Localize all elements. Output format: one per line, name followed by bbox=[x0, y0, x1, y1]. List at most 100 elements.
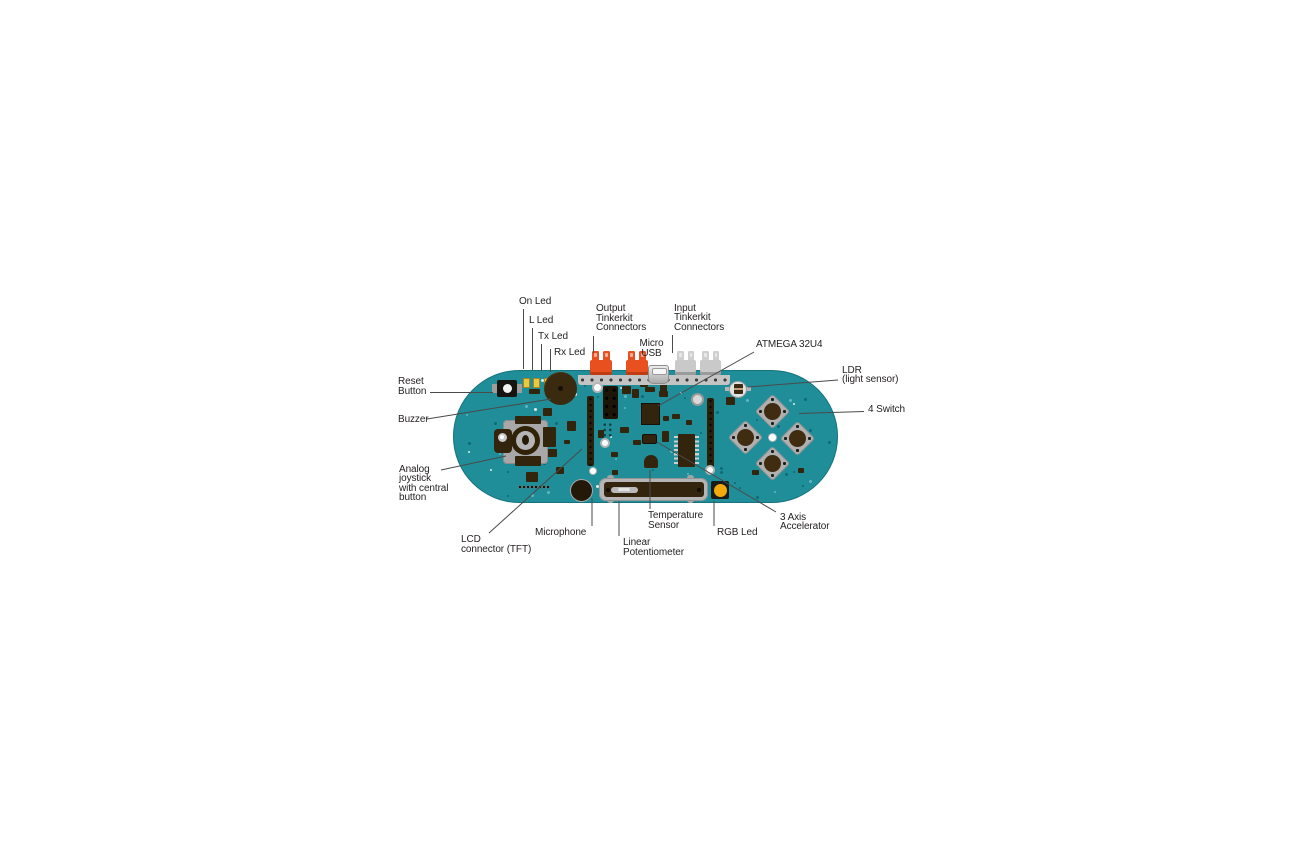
via-dot bbox=[623, 406, 626, 409]
mounting-hole bbox=[767, 433, 777, 442]
via-dot bbox=[733, 482, 736, 485]
via-dot bbox=[809, 480, 812, 484]
smd-component bbox=[547, 449, 557, 457]
reset-button-cap bbox=[502, 384, 512, 393]
smd-component bbox=[543, 408, 552, 416]
label-lcd-connector: LCD connector (TFT) bbox=[461, 534, 532, 555]
via-dot bbox=[624, 395, 628, 399]
via-dot bbox=[541, 379, 545, 382]
smd-component bbox=[752, 470, 759, 475]
label-temperature-sensor: Temperature Sensor bbox=[648, 510, 704, 531]
buzzer-hole bbox=[557, 386, 563, 391]
temperature-sensor bbox=[644, 455, 658, 468]
joystick-center-button-dot bbox=[500, 435, 504, 439]
via-dot bbox=[640, 395, 644, 399]
output-connector-2-pin bbox=[627, 350, 635, 363]
label-buzzer: Buzzer bbox=[398, 413, 429, 425]
smd-component bbox=[726, 397, 735, 405]
via-dot bbox=[524, 404, 528, 408]
via-dot bbox=[804, 397, 807, 401]
smd-component bbox=[612, 470, 618, 475]
mounting-hole bbox=[600, 438, 610, 448]
label-analog-joystick: Analog joystick with central button bbox=[399, 463, 449, 503]
via-dot bbox=[784, 472, 788, 476]
label-ldr: LDR (light sensor) bbox=[842, 364, 899, 385]
via-dot bbox=[467, 442, 471, 446]
via-dot bbox=[498, 452, 501, 455]
lcd-header-right bbox=[706, 398, 714, 471]
via-dot bbox=[802, 484, 805, 487]
via-dot bbox=[614, 457, 617, 460]
via-dot bbox=[716, 411, 720, 415]
reset-button-pad-right bbox=[516, 384, 522, 393]
label-tx-led: Tx Led bbox=[538, 330, 568, 342]
via-dot bbox=[793, 403, 796, 405]
via-dot bbox=[597, 396, 600, 399]
potentiometer-slider-notch bbox=[618, 488, 630, 491]
via-dot bbox=[809, 428, 813, 432]
via-dot bbox=[773, 490, 776, 493]
output-connector-2-pin bbox=[638, 350, 646, 363]
smd-component bbox=[686, 420, 692, 425]
potentiometer-screw bbox=[605, 487, 610, 492]
output-connector-1-pin bbox=[592, 350, 599, 363]
via-dot bbox=[719, 470, 723, 474]
mounting-hole bbox=[588, 467, 597, 475]
mounting-hole bbox=[705, 465, 715, 475]
input-tinkerkit-connector-2 bbox=[700, 360, 721, 375]
output-connector-1-pin bbox=[603, 350, 610, 363]
via-dot bbox=[555, 421, 558, 425]
smd-component bbox=[620, 427, 629, 433]
smd-component bbox=[672, 414, 680, 419]
smd-chip bbox=[529, 389, 540, 394]
label-rgb-led: RGB Led bbox=[717, 527, 758, 538]
joystick-top-mount bbox=[515, 416, 541, 424]
via-dot bbox=[584, 384, 587, 387]
label-l-led: L Led bbox=[529, 315, 554, 326]
on-led bbox=[522, 377, 530, 388]
smd-component bbox=[564, 440, 570, 444]
joystick-right-mount bbox=[543, 427, 556, 447]
smd-component bbox=[598, 430, 604, 438]
smd-chip bbox=[661, 431, 669, 442]
label-three-axis: 3 Axis Accelerator bbox=[780, 511, 830, 532]
label-microphone: Microphone bbox=[535, 527, 587, 538]
microphone bbox=[569, 479, 593, 502]
via-dot bbox=[620, 387, 623, 390]
via-dot bbox=[755, 418, 758, 421]
smd-component bbox=[526, 472, 538, 482]
via-dot bbox=[493, 422, 497, 426]
potentiometer-screw bbox=[697, 487, 701, 492]
smd-component bbox=[622, 386, 631, 394]
via-dot bbox=[530, 494, 534, 498]
output-tinkerkit-connector-1 bbox=[590, 360, 612, 375]
l-led bbox=[533, 377, 540, 388]
pad-grid bbox=[602, 422, 613, 438]
atmega-32u4-chip bbox=[642, 404, 659, 424]
reset-button-pad-left bbox=[492, 384, 498, 393]
micro-usb-slot bbox=[652, 368, 667, 375]
smd-component bbox=[567, 421, 576, 431]
mounting-hole bbox=[591, 382, 603, 393]
label-rx-led: Rx Led bbox=[554, 346, 586, 358]
via-dot bbox=[793, 471, 796, 474]
joystick-stick bbox=[522, 435, 529, 445]
label-input-tinkerkit: Input Tinkerkit Connectors bbox=[674, 302, 725, 333]
via-dot bbox=[467, 451, 470, 454]
icsp-header bbox=[603, 386, 618, 419]
smd-component bbox=[632, 389, 639, 398]
oscillator-can bbox=[690, 392, 704, 406]
smd-component bbox=[633, 440, 641, 445]
smd-component bbox=[798, 468, 804, 473]
joystick-bottom-mount bbox=[515, 456, 541, 466]
label-four-switch: 4 Switch bbox=[868, 403, 905, 415]
smd-component bbox=[556, 467, 564, 474]
pad-row bbox=[518, 484, 550, 490]
via-dot bbox=[595, 484, 599, 488]
ldr-element-slot bbox=[733, 388, 743, 390]
label-micro-usb: Micro USB bbox=[639, 338, 664, 359]
label-output-tinkerkit: Output Tinkerkit Connectors bbox=[596, 303, 647, 333]
soic-chip-body bbox=[677, 434, 695, 467]
via-dot bbox=[546, 490, 550, 494]
